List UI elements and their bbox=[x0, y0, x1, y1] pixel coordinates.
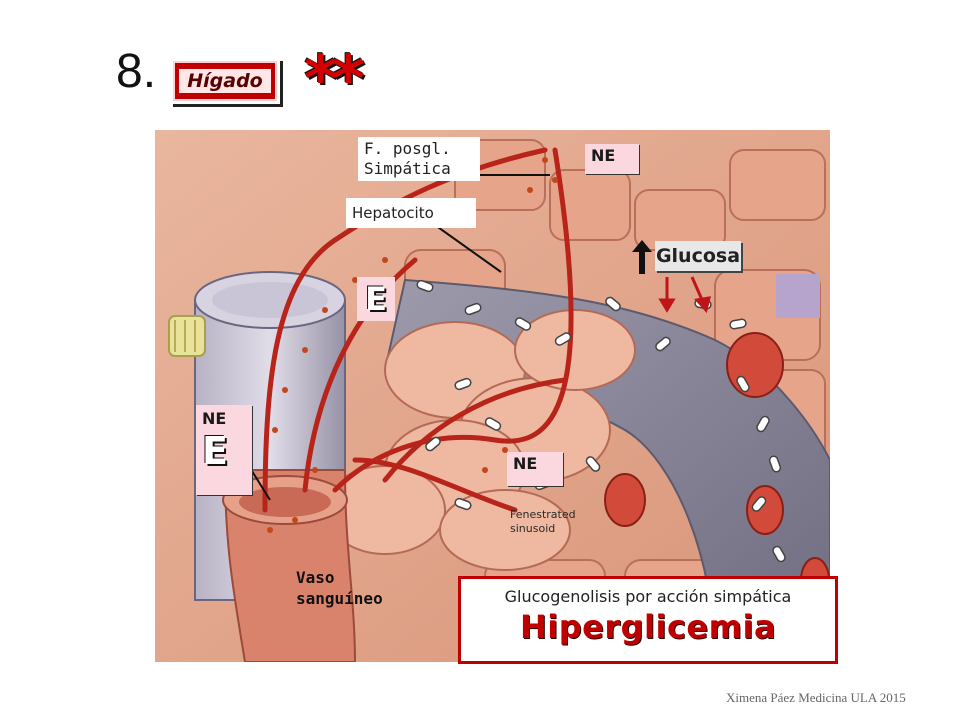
label-vaso-line1: Vaso bbox=[296, 568, 335, 587]
label-hepatocito: Hepatocito bbox=[346, 198, 476, 228]
footer-credit: Ximena Páez Medicina ULA 2015 bbox=[726, 690, 906, 705]
label-vaso-sanguineo: Vaso sanguíneo bbox=[296, 568, 383, 610]
ne-release-dots bbox=[267, 157, 558, 533]
decorative-square bbox=[776, 274, 820, 318]
fenestrated-label-line2: sinusoid bbox=[510, 522, 555, 535]
slide-number: 8. bbox=[116, 45, 157, 98]
epinephrine-label: E bbox=[357, 277, 395, 321]
title-badge: Hígado bbox=[170, 58, 280, 104]
label-glucosa: Glucosa bbox=[655, 241, 741, 271]
increase-arrow-icon bbox=[632, 240, 652, 274]
glucose-molecules bbox=[416, 279, 786, 643]
summary-subtitle: Glucogenolisis por acción simpática bbox=[504, 587, 792, 606]
importance-stars: ** bbox=[304, 43, 365, 117]
ne-e-badge-left: NE E bbox=[196, 405, 252, 495]
epinephrine-left-label: E bbox=[202, 429, 228, 473]
summary-hiperglicemia: Hiperglicemia bbox=[519, 608, 777, 646]
label-vaso-line2: sanguíneo bbox=[296, 588, 383, 608]
summary-box: Glucogenolisis por acción simpática Hipe… bbox=[458, 576, 838, 664]
glucose-arrows bbox=[658, 276, 712, 314]
blood-vessel bbox=[194, 271, 357, 662]
ne-badge-top: NE bbox=[585, 144, 639, 174]
label-fibra-line1: F. posgl. bbox=[364, 139, 451, 158]
fenestrated-label-line1: Fenestrated bbox=[510, 508, 576, 521]
nerve-bundle bbox=[168, 315, 206, 357]
label-fibra-line2: Simpática bbox=[364, 159, 451, 178]
slide-title: Hígado bbox=[179, 69, 271, 93]
ne-badge-middle: NE bbox=[507, 452, 563, 486]
ne-left-label: NE bbox=[202, 409, 227, 428]
liver-illustration: Fenestrated sinusoid bbox=[155, 130, 830, 662]
label-postganglionic-fiber: F. posgl. Simpática bbox=[358, 137, 480, 181]
